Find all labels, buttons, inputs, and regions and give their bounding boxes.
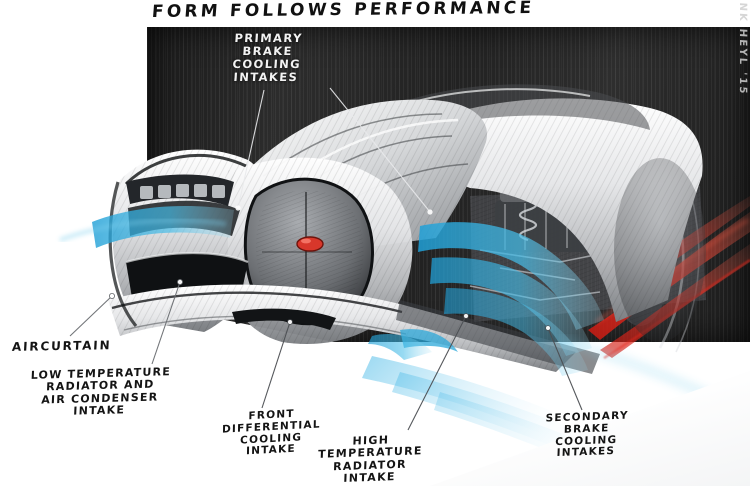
leader-lines bbox=[69, 87, 583, 431]
label-aircurtain: AIRCURTAIN bbox=[11, 338, 112, 354]
label-low-temperature-radiator-intake: LOW TEMPERATURE RADIATOR AND AIR CONDENS… bbox=[30, 365, 172, 418]
label-high-temperature-radiator-intake: HIGH TEMPERATURE RADIATOR INTAKE bbox=[317, 433, 423, 485]
car-body-group bbox=[108, 84, 706, 374]
artist-signature: FRANK HEYL '15 bbox=[737, 0, 748, 96]
headlight bbox=[126, 174, 234, 206]
brand-emblem bbox=[296, 236, 324, 252]
label-primary-brake-cooling-intakes: PRIMARY BRAKE COOLING INTAKES bbox=[232, 31, 304, 84]
front-differential-intake bbox=[232, 308, 336, 330]
label-front-differential-cooling-intake: FRONT DIFFERENTIAL COOLING INTAKE bbox=[221, 407, 321, 458]
high-temp-radiator-flow bbox=[418, 222, 604, 330]
label-secondary-brake-cooling-intakes: SECONDARY BRAKE COOLING INTAKES bbox=[545, 409, 629, 460]
